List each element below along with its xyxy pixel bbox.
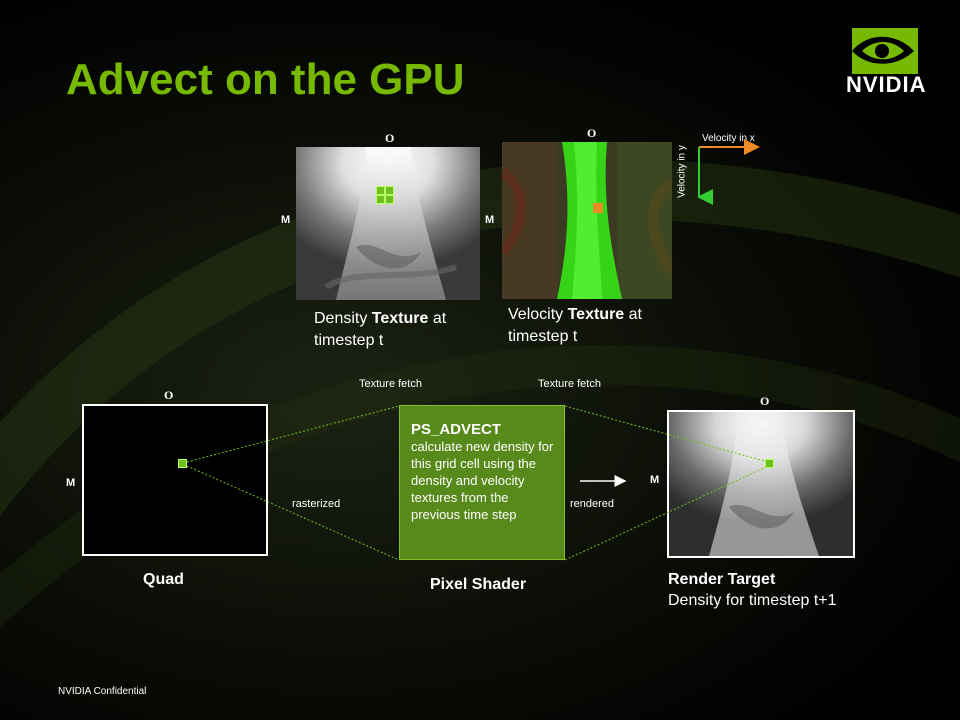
render-target-image [667, 410, 855, 558]
quad-label: Quad [143, 571, 184, 588]
density-m-label: M [281, 214, 291, 226]
density-caption-line2: timestep t [314, 332, 384, 349]
rendered-label: rendered [570, 498, 615, 510]
density-caption-pre: Density [314, 310, 372, 327]
target-m-label: M [650, 474, 660, 486]
velocity-texture-image [502, 142, 672, 299]
density-grid-cell [385, 195, 394, 204]
density-caption-post: at [428, 310, 447, 327]
density-o-label: O [385, 131, 395, 145]
nvidia-eye-icon [852, 28, 918, 74]
velocity-x-axis-label: Velocity in x [702, 133, 755, 144]
velocity-caption-post: at [624, 306, 642, 323]
velocity-grid-cell [593, 203, 603, 213]
density-texture-image [296, 147, 480, 300]
target-pixel [765, 459, 774, 468]
footer-confidential: NVIDIA Confidential [58, 686, 147, 697]
velocity-o-label: O [587, 126, 597, 140]
pixel-shader-box: PS_ADVECT calculate new density for this… [399, 405, 565, 560]
velocity-caption-bold: Texture [567, 306, 625, 323]
density-grid-cell [376, 186, 385, 195]
shader-title: PS_ADVECT [411, 421, 502, 438]
density-grid-cell [376, 195, 385, 204]
velocity-m-label: M [485, 214, 495, 226]
shader-description: calculate new density for this grid cell… [411, 439, 554, 522]
render-target-sublabel: Density for timestep t+1 [668, 592, 837, 609]
slide-title: Advect on the GPU [66, 55, 465, 104]
velocity-caption-line2: timestep t [508, 328, 578, 345]
density-texture-caption: Density Texture at timestep t [314, 308, 446, 352]
texture-fetch-left-label: Texture fetch [359, 378, 422, 390]
target-o-label: O [760, 394, 770, 408]
quad-box [82, 404, 268, 556]
density-grid-cell [385, 186, 394, 195]
quad-pixel [178, 459, 187, 468]
rasterized-label: rasterized [292, 498, 341, 510]
brand-wordmark: NVIDIA [846, 72, 927, 97]
velocity-y-axis-label: Velocity in y [676, 145, 688, 198]
velocity-texture-caption: Velocity Texture at timestep t [508, 304, 642, 348]
velocity-caption-pre: Velocity [508, 306, 568, 323]
texture-fetch-right-label: Texture fetch [538, 378, 601, 390]
quad-o-label: O [164, 388, 174, 402]
quad-m-label: M [66, 477, 76, 489]
pixel-shader-label: Pixel Shader [430, 576, 527, 593]
density-caption-bold: Texture [371, 310, 429, 327]
render-target-label: Render Target [668, 571, 776, 588]
